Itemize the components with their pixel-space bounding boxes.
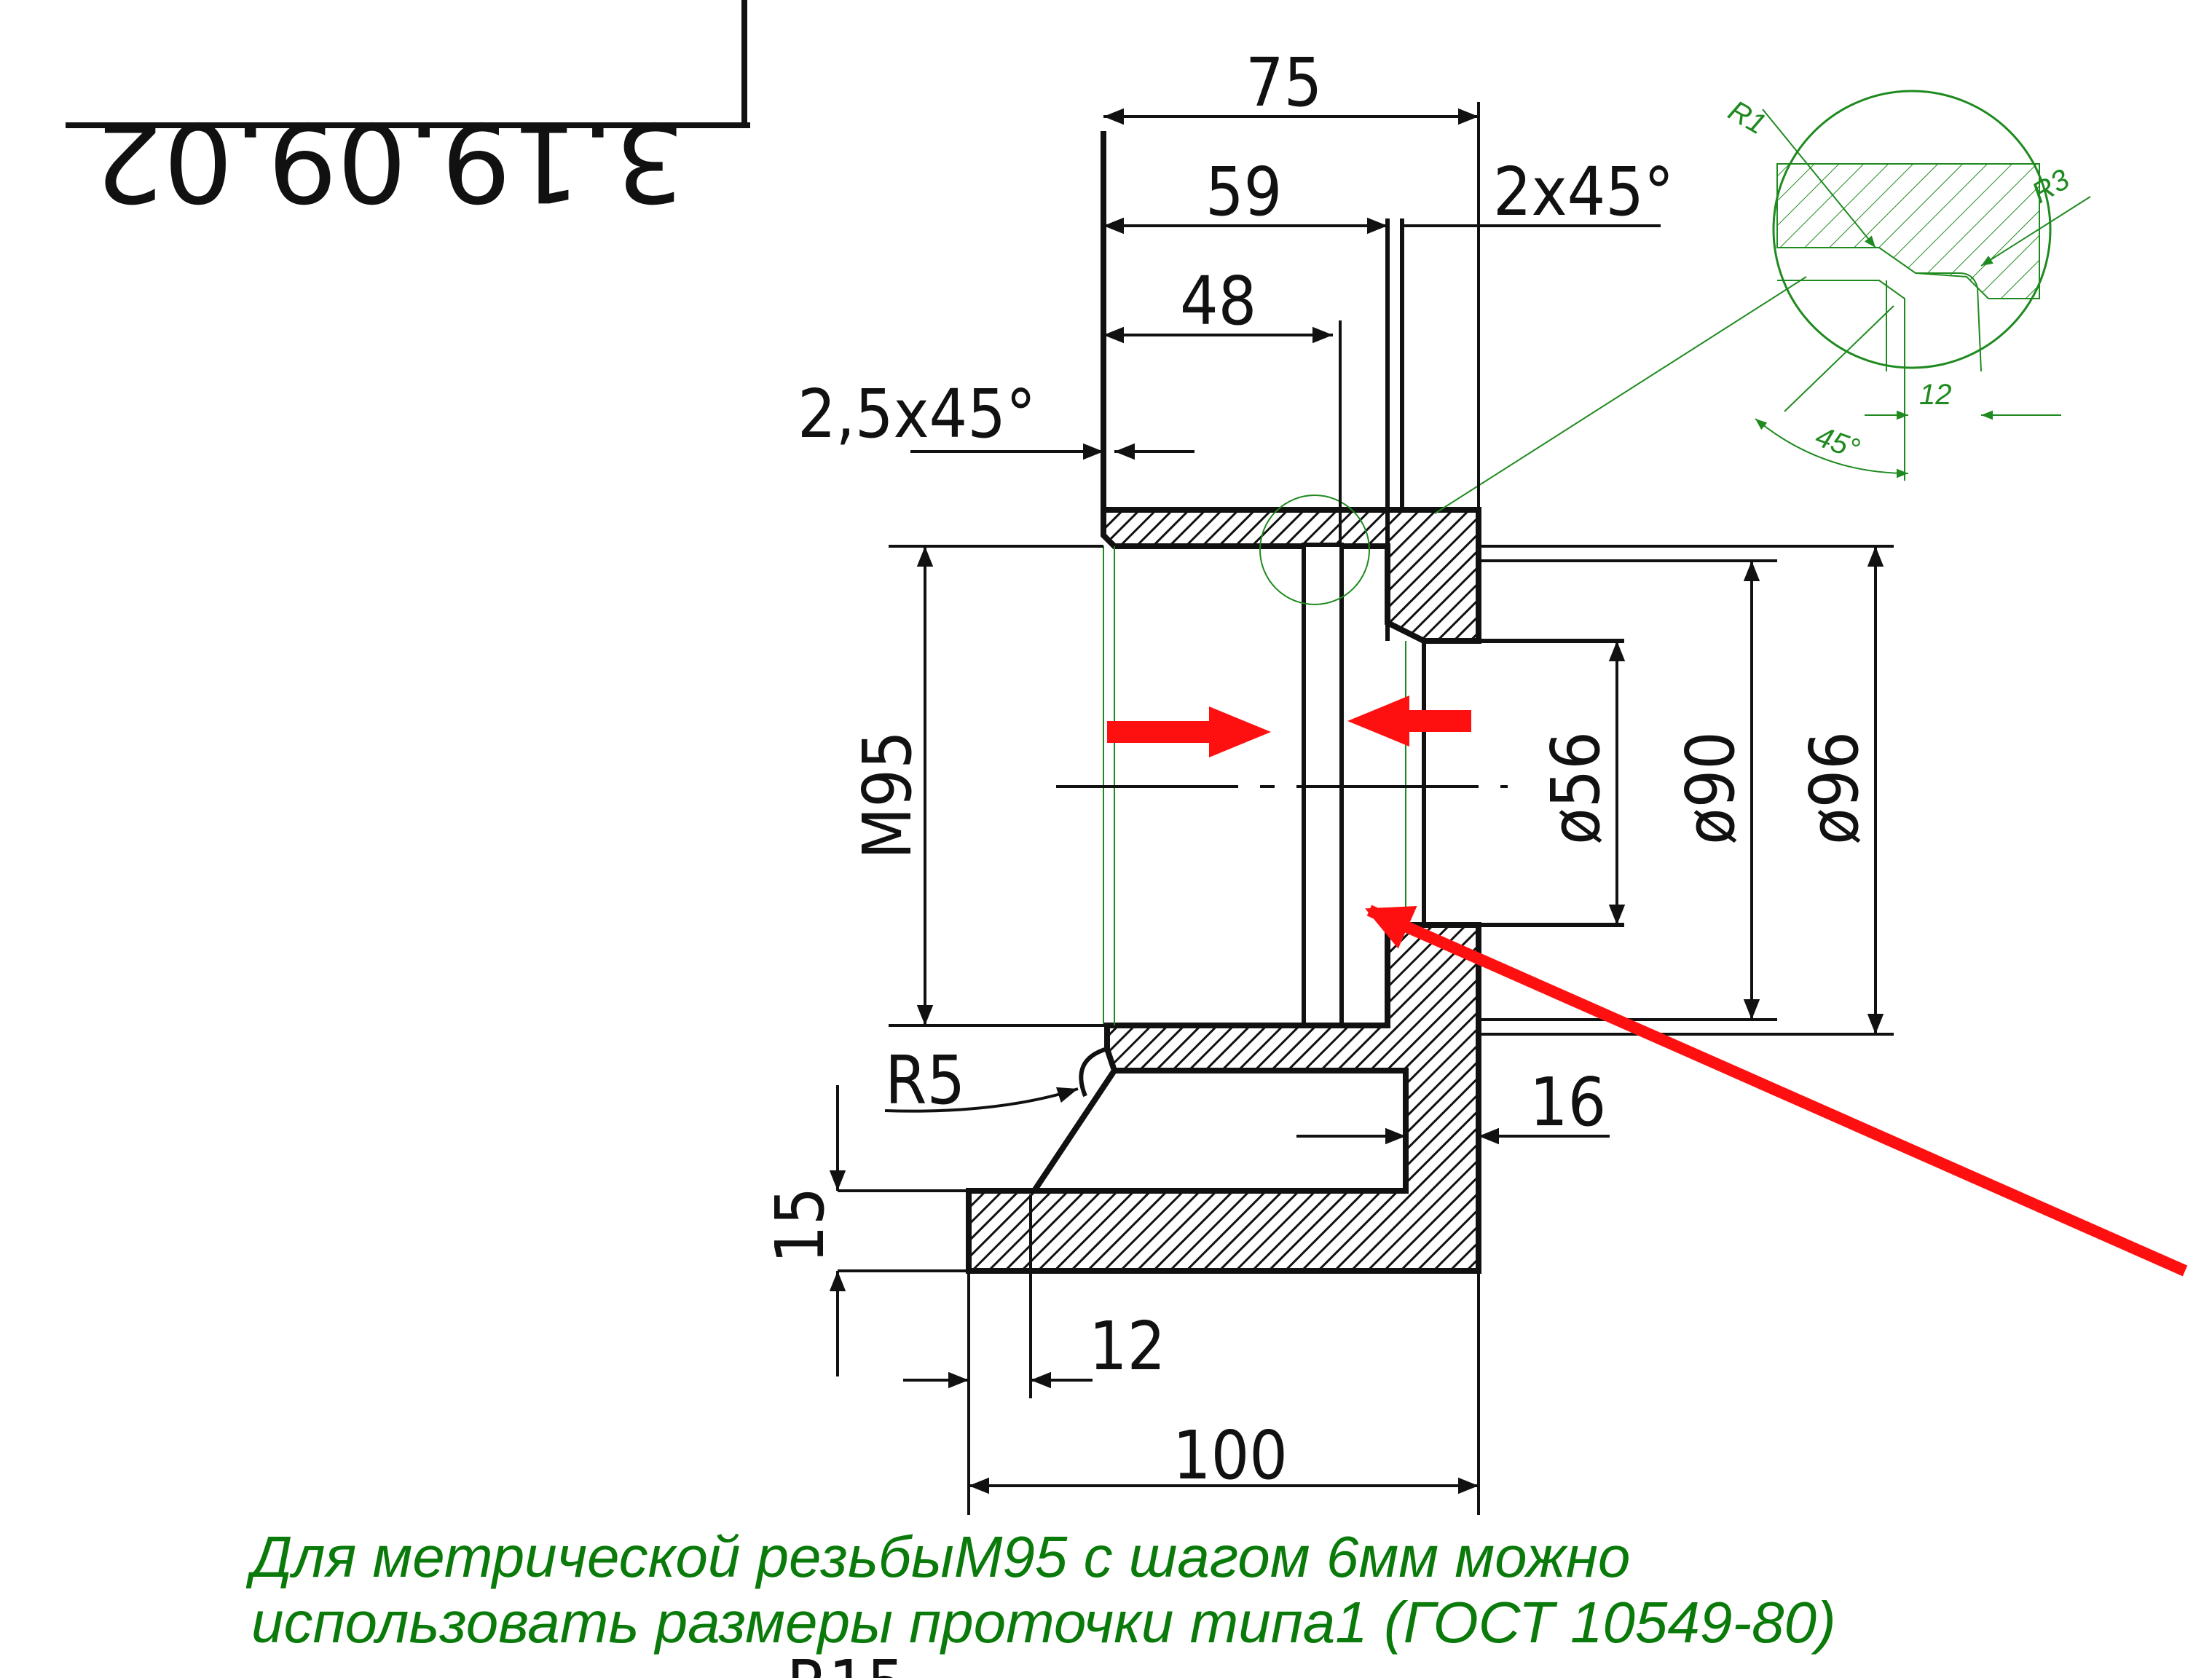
dim-75: 75 [1245, 44, 1322, 122]
detail-view: R1 R3 12 45° [1723, 90, 2091, 481]
detail-circle [1772, 90, 2052, 369]
dim-chamfer-2-5x45: 2,5x45° [798, 375, 1036, 453]
note: Для метрической резьбыМ95 с шагом 6мм мо… [245, 1524, 1836, 1678]
note-line-1: Для метрической резьбыМ95 с шагом 6мм мо… [245, 1524, 1630, 1589]
dim-r5: R5 [885, 1041, 965, 1119]
dim-16: 16 [1530, 1063, 1606, 1141]
red-arrow-right [1107, 706, 1271, 757]
dim-59: 59 [1205, 153, 1282, 231]
drawing-number-stamp: 3.19.09.02 [66, 0, 750, 224]
note-line-2: использовать размеры проточки типа1 (ГОС… [251, 1590, 1836, 1655]
part-section [966, 131, 1807, 1274]
detail-hatch [1776, 163, 2040, 299]
detail-r1: R1 [1723, 95, 1771, 141]
note-cut-off: R15 [787, 1646, 905, 1678]
red-annotations [1107, 696, 2188, 1277]
detail-12: 12 [1919, 379, 1952, 411]
detail-45: 45° [1811, 420, 1864, 465]
r5-fillet [1079, 1047, 1108, 1098]
dim-m95: M95 [849, 730, 926, 859]
top-wall-section [1101, 507, 1481, 644]
dim-15: 15 [761, 1187, 839, 1264]
red-arrow-left [1347, 696, 1471, 747]
dim-100: 100 [1173, 1417, 1288, 1494]
detail-marker-circle [1259, 495, 1370, 605]
dim-48: 48 [1180, 262, 1256, 340]
dim-d56: ø56 [1537, 731, 1615, 845]
dimension-lines [829, 102, 1894, 1515]
stamp-text: 3.19.09.02 [94, 98, 685, 224]
dimension-texts: 75 59 48 2x45° 2,5x45° M95 ø56 ø90 ø96 R… [761, 44, 1873, 1494]
dim-d90: ø90 [1672, 731, 1749, 845]
dim-d96: ø96 [1795, 731, 1873, 845]
red-arrow-diagonal [1365, 905, 2188, 1277]
dim-chamfer-2x45: 2x45° [1493, 153, 1674, 231]
inner-pocket [1028, 1068, 1409, 1194]
dim-12: 12 [1089, 1307, 1165, 1385]
